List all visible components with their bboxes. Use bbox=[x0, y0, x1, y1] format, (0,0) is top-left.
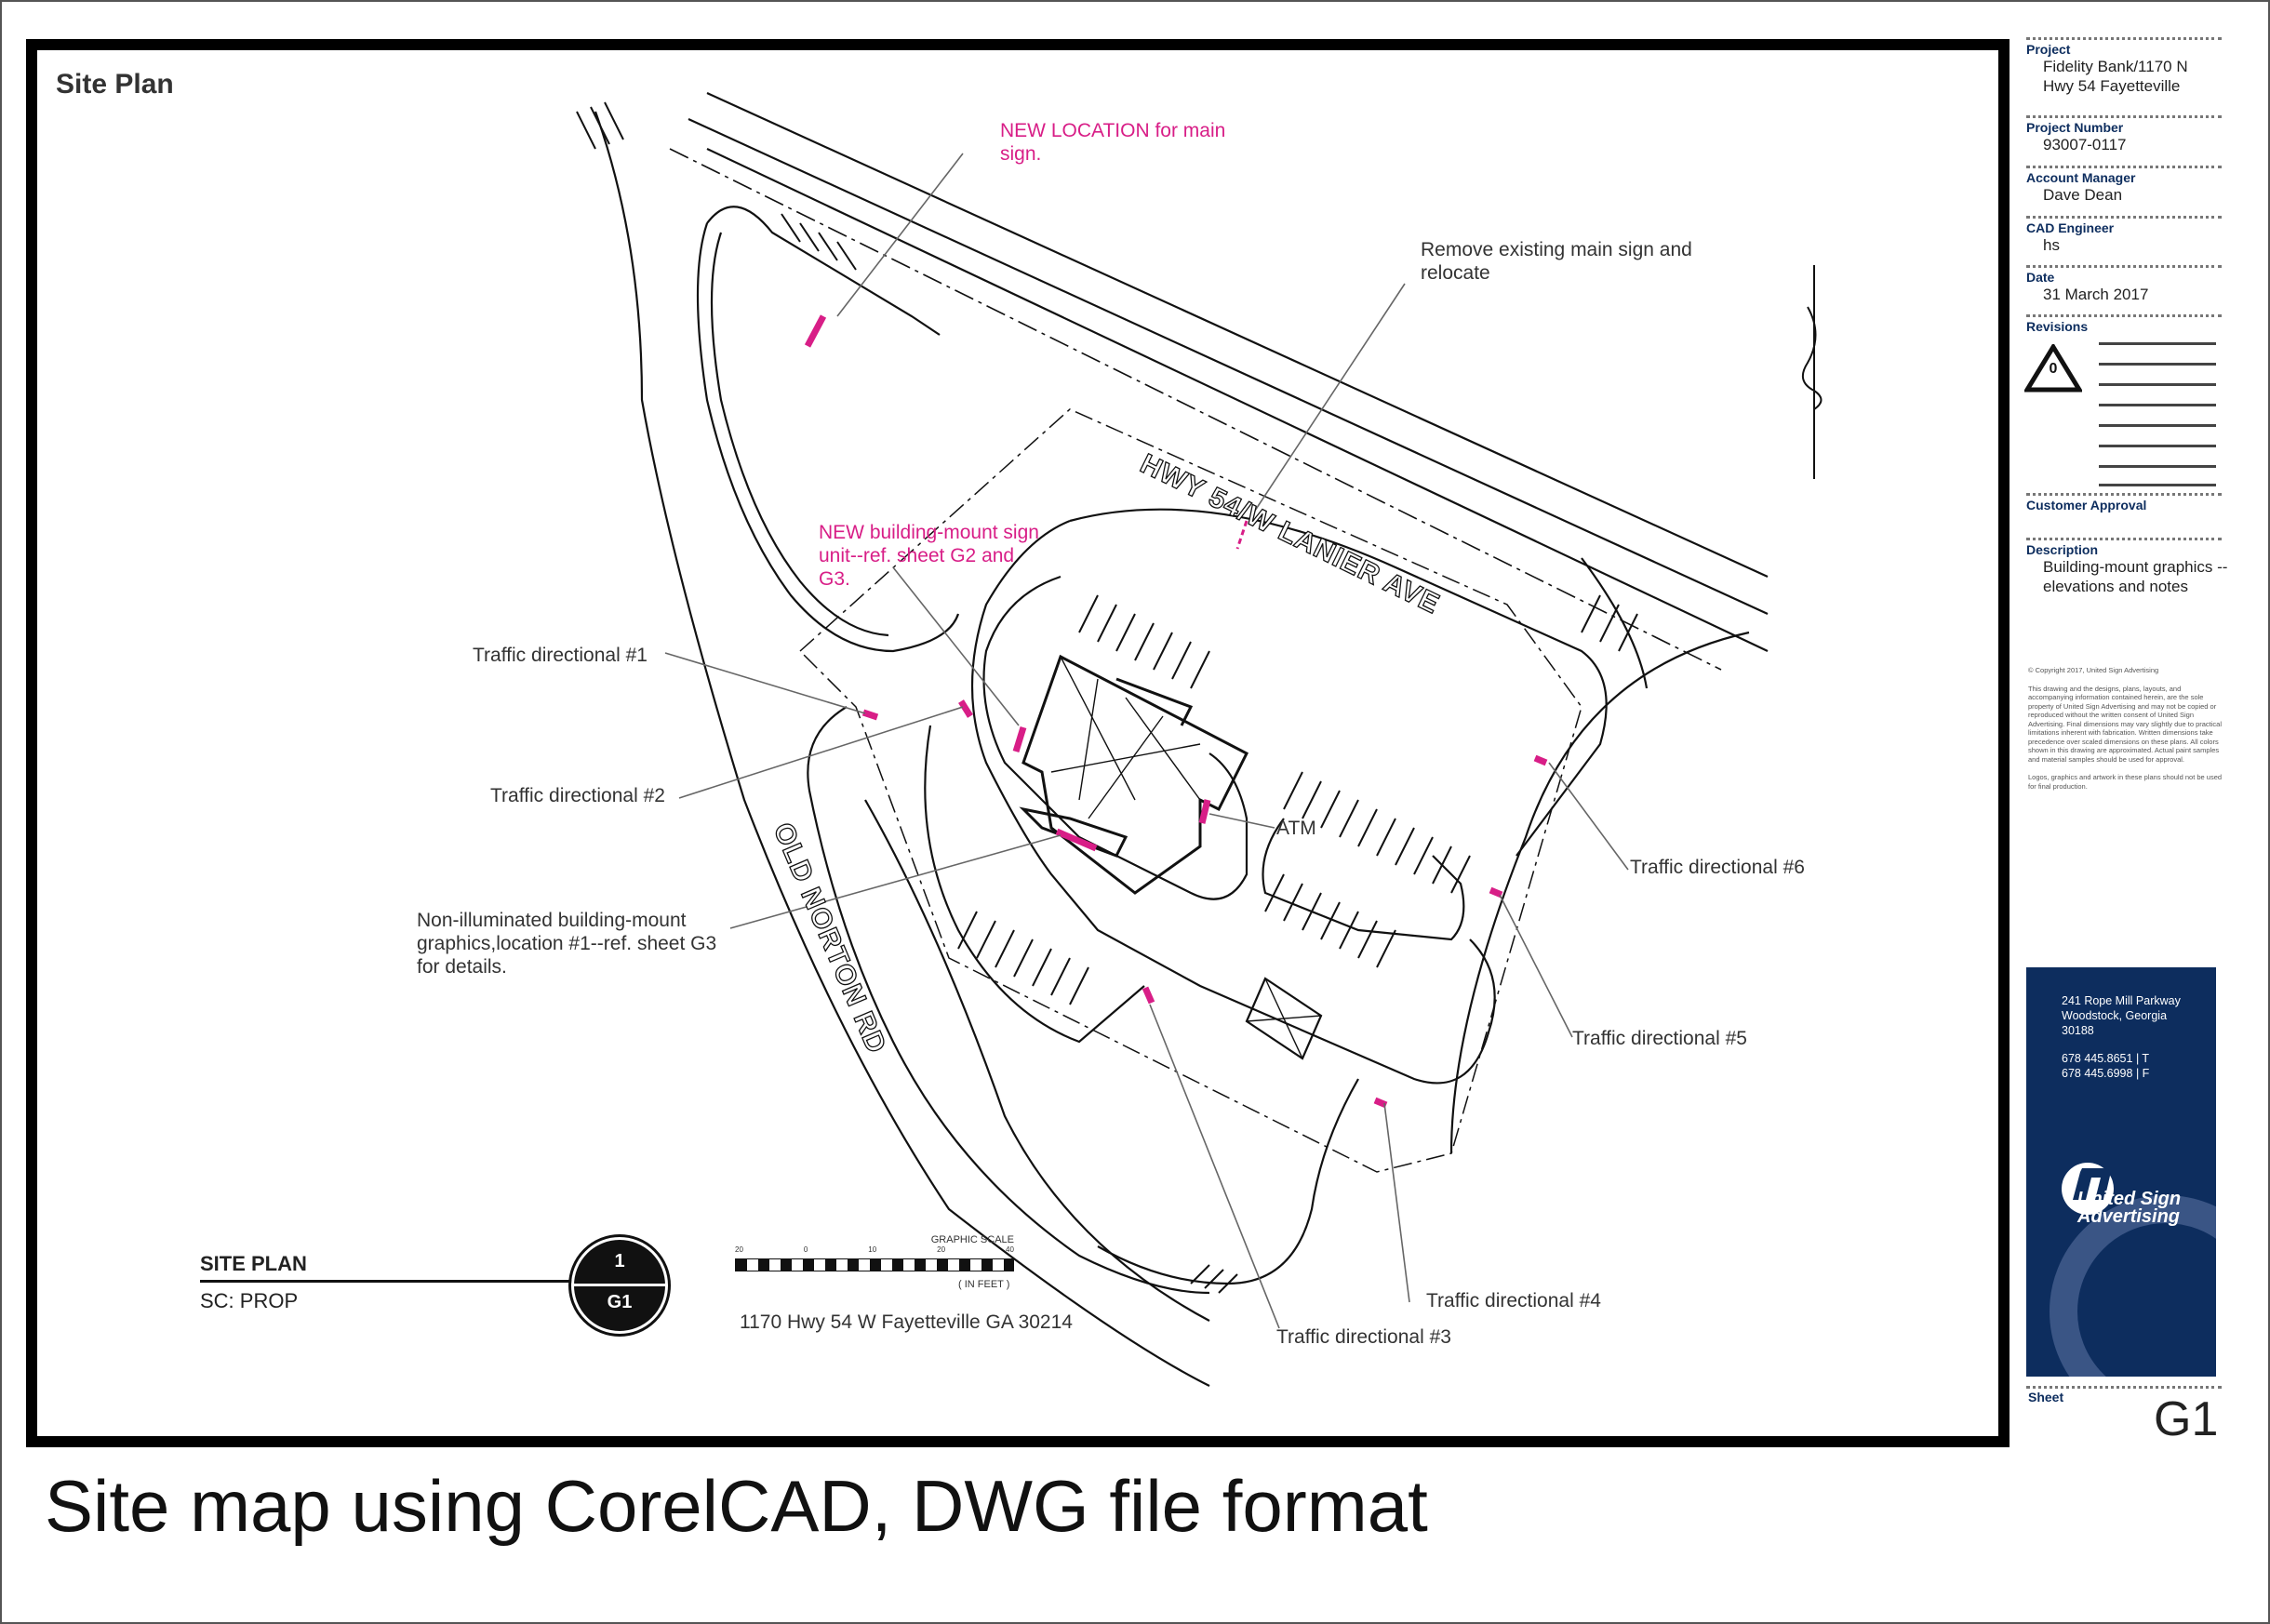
property-line bbox=[798, 408, 1582, 1173]
atm-kiosk bbox=[1245, 977, 1323, 1060]
graphic-scale: GRAPHIC SCALE 20 0 10 20 40 ( IN FEET ) bbox=[735, 1232, 1014, 1298]
bank-building bbox=[1019, 654, 1249, 895]
drawing-sheet bbox=[26, 39, 2010, 1447]
tb-description: Description Building-mount graphics --el… bbox=[2026, 538, 2227, 596]
tb-project: Project Fidelity Bank/1170 N Hwy 54 Faye… bbox=[2026, 37, 2222, 96]
note-non-illuminated: Non-illuminated building-mount graphics,… bbox=[417, 910, 717, 978]
old-norton-curb-left bbox=[594, 111, 1210, 1387]
phone-number: 678 445.8651 | T bbox=[2062, 1052, 2150, 1065]
note-traffic-directional-6: Traffic directional #6 bbox=[1630, 857, 1805, 878]
atm-label: ATM bbox=[1276, 818, 1316, 839]
detail-bubble: 1 G1 bbox=[568, 1234, 671, 1337]
parking-outline-top bbox=[1069, 508, 1608, 857]
highway-lines bbox=[669, 91, 1769, 671]
note-remove-sign: Remove existing main sign and relocate bbox=[1421, 239, 1692, 284]
revision-line bbox=[2099, 465, 2216, 468]
lot-loop bbox=[982, 575, 1248, 900]
entry-curb bbox=[1581, 557, 1649, 689]
bubble-bottom: G1 bbox=[607, 1292, 633, 1312]
legal-text-2: Logos, graphics and artwork in these pla… bbox=[2028, 773, 2223, 791]
site-plan-title: SITE PLAN bbox=[200, 1252, 307, 1275]
revision-line bbox=[2099, 363, 2216, 366]
front-island bbox=[696, 206, 960, 653]
scale-bar bbox=[735, 1258, 1014, 1271]
leader-lines bbox=[664, 153, 1629, 1329]
company-address: 241 Rope Mill Parkway Woodstock, Georgia… bbox=[2062, 994, 2181, 1080]
note-traffic-directional-1: Traffic directional #1 bbox=[473, 645, 648, 666]
site-plan-drawing bbox=[576, 91, 1823, 1387]
sheet-label-rule bbox=[2026, 1386, 2222, 1389]
tb-project-number: Project Number 93007-0117 bbox=[2026, 115, 2222, 154]
scale-title: GRAPHIC SCALE bbox=[930, 1234, 1014, 1245]
sheet-title: Site Plan bbox=[56, 69, 174, 100]
note-traffic-directional-2: Traffic directional #2 bbox=[490, 785, 665, 806]
lot-bottom bbox=[924, 725, 1145, 1044]
north-arrow-icon bbox=[1801, 265, 1823, 479]
sign-markers bbox=[804, 314, 1548, 1109]
note-traffic-directional-4: Traffic directional #4 bbox=[1426, 1290, 1601, 1311]
legal-text: This drawing and the designs, plans, lay… bbox=[2028, 684, 2223, 764]
front-island-inner bbox=[710, 232, 889, 637]
sheet-number: G1 bbox=[2154, 1392, 2219, 1446]
fax-number: 678 445.6998 | F bbox=[2062, 1067, 2150, 1080]
note-new-location: NEW LOCATION for main sign. bbox=[1000, 120, 1226, 165]
tb-cad-engineer: CAD Engineer hs bbox=[2026, 216, 2222, 255]
revision-line bbox=[2099, 404, 2216, 406]
site-address: 1170 Hwy 54 W Fayetteville GA 30214 bbox=[740, 1311, 1073, 1333]
revision-triangle-icon bbox=[2024, 344, 2082, 393]
tb-date: Date 31 March 2017 bbox=[2026, 265, 2222, 304]
right-road-curb bbox=[1449, 631, 1750, 1154]
revision-line bbox=[2099, 445, 2216, 447]
revision-number: 0 bbox=[2049, 361, 2058, 377]
old-norton-curb-right bbox=[864, 799, 1210, 1322]
scale-unit: ( IN FEET ) bbox=[958, 1279, 1010, 1290]
tb-account-manager: Account Manager Dave Dean bbox=[2026, 166, 2222, 205]
note-new-building-sign: NEW building-mount sign unit--ref. sheet… bbox=[819, 522, 1039, 590]
note-traffic-directional-5: Traffic directional #5 bbox=[1572, 1028, 1747, 1049]
site-plan-scale: SC: PROP bbox=[200, 1289, 299, 1312]
note-traffic-directional-3: Traffic directional #3 bbox=[1276, 1326, 1451, 1348]
revision-line bbox=[2099, 424, 2216, 427]
company-name: United Sign Advertising bbox=[2077, 1189, 2182, 1227]
fineprint: © Copyright 2017, United Sign Advertisin… bbox=[2028, 666, 2223, 791]
tb-customer-approval: Customer Approval bbox=[2026, 493, 2222, 512]
island-left bbox=[807, 706, 1210, 1295]
revision-line bbox=[2099, 383, 2216, 386]
caption: Site map using CorelCAD, DWG file format bbox=[45, 1465, 1428, 1547]
company-logo-icon bbox=[2050, 1163, 2216, 1377]
lot-right bbox=[1262, 818, 1465, 941]
scale-ticks: 20 0 10 20 40 bbox=[735, 1245, 1014, 1254]
site-plan-underline bbox=[200, 1280, 572, 1283]
parking-stalls bbox=[957, 594, 1471, 1005]
lot-bottom-loop bbox=[1097, 1078, 1359, 1285]
sheet-label: Sheet bbox=[2028, 1390, 2064, 1404]
revision-line bbox=[2099, 484, 2216, 486]
bubble-top: 1 bbox=[614, 1251, 625, 1271]
company-brand-panel: 241 Rope Mill Parkway Woodstock, Georgia… bbox=[2026, 967, 2216, 1377]
parking-outline bbox=[970, 519, 1496, 1085]
tb-revisions: Revisions bbox=[2026, 314, 2222, 334]
hatched-areas bbox=[576, 101, 1638, 1294]
revision-line bbox=[2099, 342, 2216, 345]
copyright-text: © Copyright 2017, United Sign Advertisin… bbox=[2028, 666, 2159, 674]
